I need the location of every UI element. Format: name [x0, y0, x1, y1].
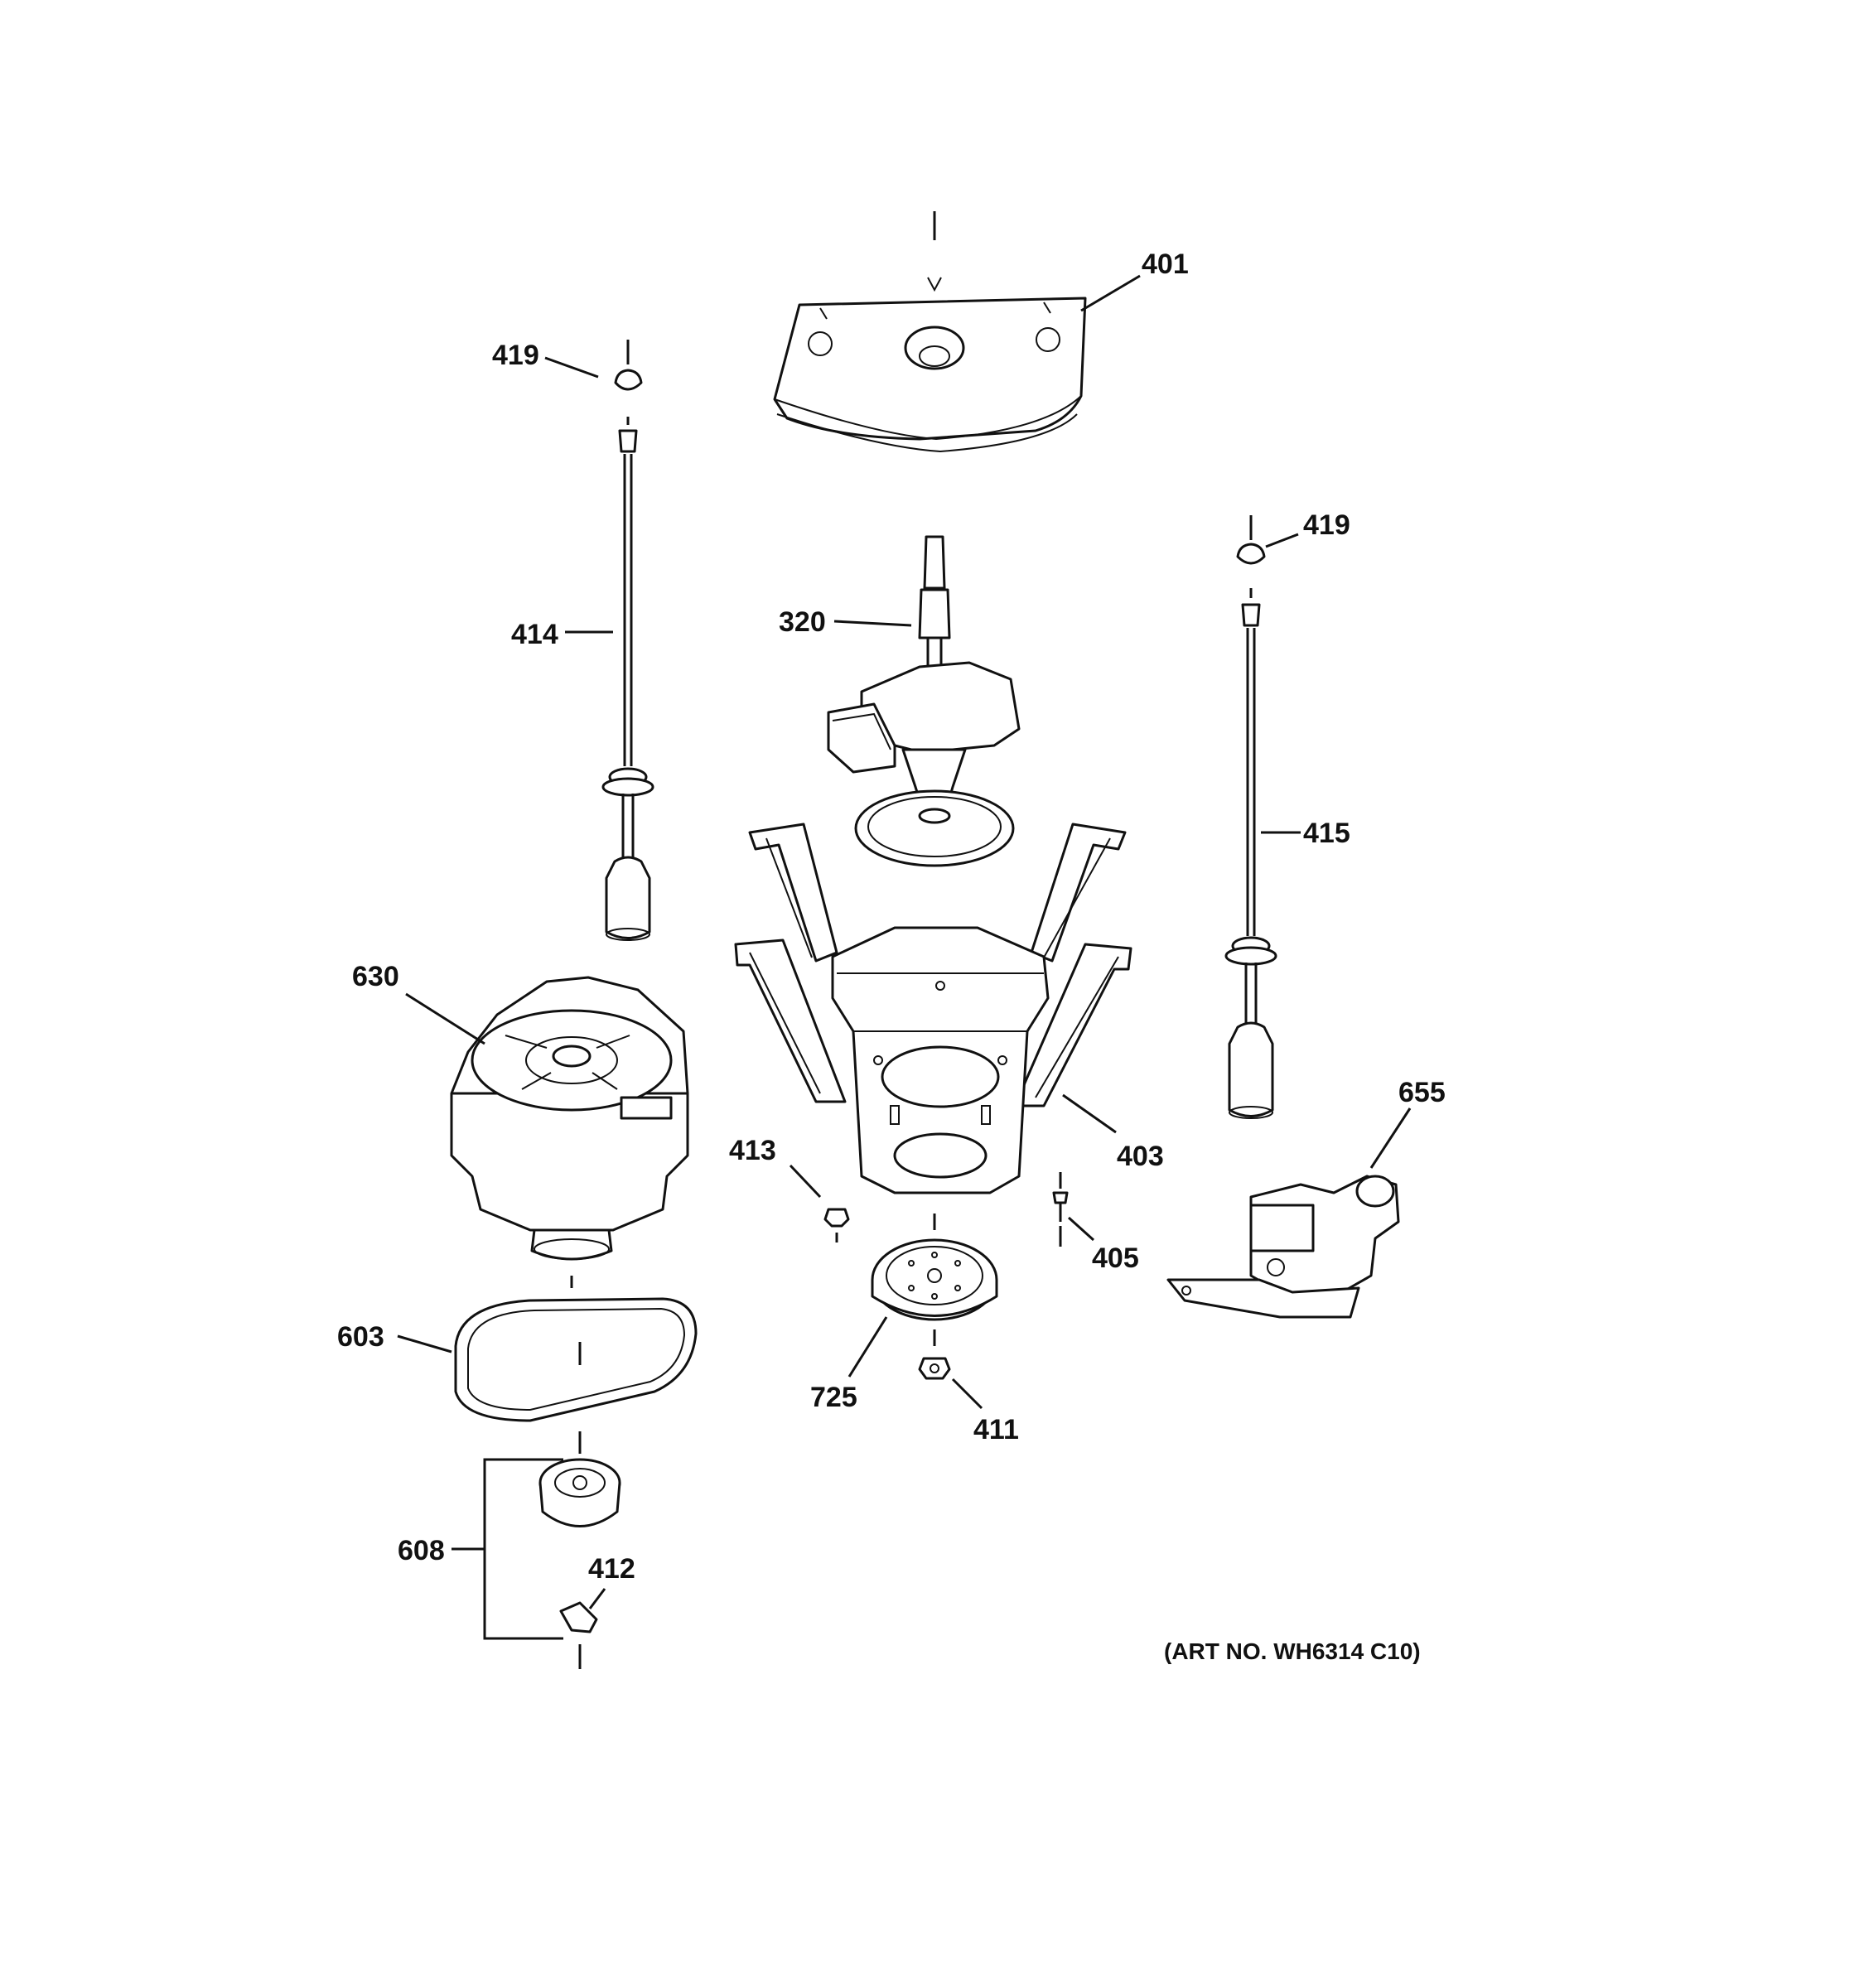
label-405: 405	[1092, 1242, 1139, 1274]
part-411-nut	[918, 1357, 983, 1410]
label-413: 413	[729, 1135, 776, 1166]
art-number: (ART NO. WH6314 C10)	[1164, 1638, 1421, 1664]
label-725: 725	[810, 1382, 857, 1413]
label-415: 415	[1303, 818, 1350, 849]
label-320: 320	[779, 606, 826, 638]
label-412: 412	[588, 1553, 635, 1585]
part-405-screw	[1052, 1172, 1095, 1247]
part-419-left-cap	[544, 340, 643, 391]
label-403: 403	[1117, 1141, 1164, 1172]
part-403-suspension-base	[734, 823, 1132, 1194]
part-320-transmission	[827, 535, 1021, 867]
part-401-cover	[773, 211, 1141, 453]
part-630-motor	[405, 976, 689, 1288]
label-419-right: 419	[1303, 509, 1350, 541]
part-655-pump	[1166, 1107, 1412, 1319]
label-630: 630	[352, 961, 399, 992]
part-725-pulley	[847, 1214, 998, 1378]
part-414-left-suspension-rod	[565, 417, 654, 941]
part-608-clutch-assembly	[452, 1431, 621, 1669]
label-411: 411	[973, 1414, 1019, 1445]
label-655: 655	[1398, 1077, 1446, 1108]
label-414: 414	[511, 619, 558, 650]
label-603: 603	[337, 1321, 384, 1353]
label-419-left: 419	[492, 340, 539, 371]
label-608: 608	[398, 1535, 445, 1566]
part-419-right-cap	[1236, 515, 1299, 565]
label-401: 401	[1142, 248, 1189, 280]
part-415-right-suspension-rod	[1224, 588, 1301, 1119]
part-413-nut	[789, 1164, 850, 1242]
part-603-drive-belt	[397, 1297, 698, 1422]
part-412-clip	[559, 1588, 606, 1633]
